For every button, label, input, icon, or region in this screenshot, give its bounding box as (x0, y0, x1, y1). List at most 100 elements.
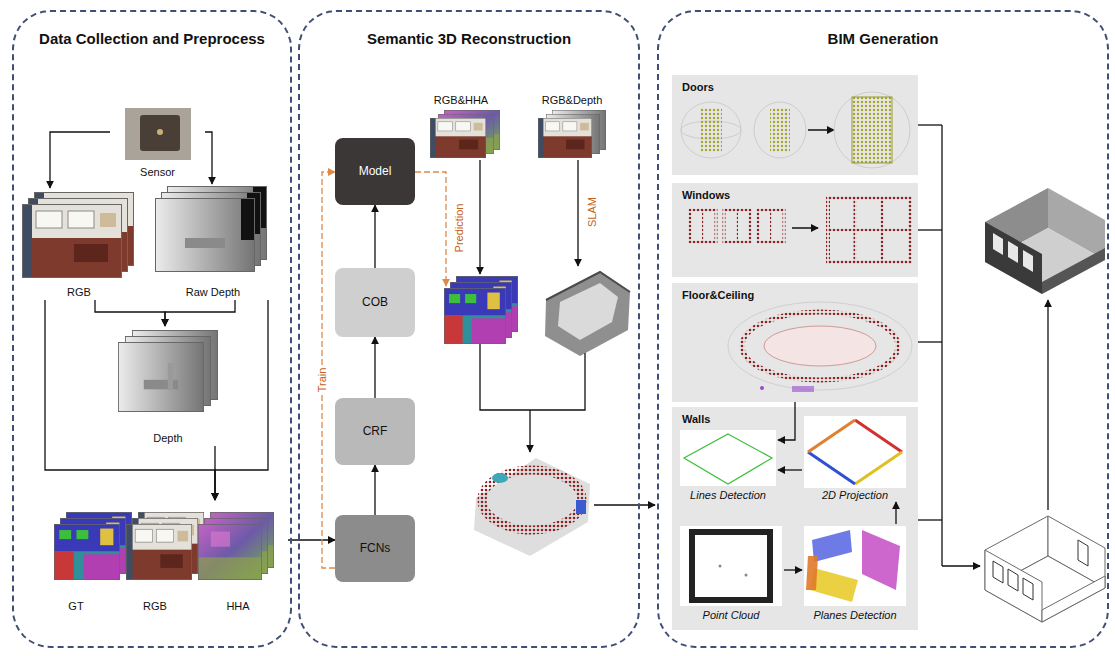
bim-wireframe (985, 516, 1105, 622)
bim-model-render (1042, 248, 1105, 294)
lines-detection-image (680, 430, 776, 486)
training-data: GTRGBHHA (42, 500, 288, 614)
flow-line (941, 125, 942, 566)
depth-stack (118, 330, 218, 412)
bim-wireframe (1008, 569, 1018, 591)
rgb-depth-input-stack (538, 110, 606, 158)
projection-image (804, 416, 906, 488)
stage-panel: Semantic 3D ReconstructionModelCOB CRF FCN… (298, 10, 640, 648)
image-caption: RGB (110, 600, 200, 613)
projection-image (808, 420, 855, 452)
flow-arrow (205, 132, 212, 184)
flow-arrow (778, 402, 795, 440)
sensor-photo (125, 108, 191, 160)
rgb-hha-input-stack (430, 118, 486, 158)
planes-detection-image (804, 526, 906, 606)
projection-image (804, 416, 906, 488)
image-caption: RGB&Depth (542, 94, 603, 107)
panel-title: Semantic 3D Reconstruction (367, 30, 571, 47)
segmentation-stack (444, 276, 518, 344)
flow-line (792, 227, 818, 229)
lines-detection-image (680, 430, 776, 486)
flow-arrow (778, 469, 802, 470)
wall-point-cloud (680, 526, 782, 606)
slam-reconstruction (545, 272, 630, 356)
flow-line (479, 160, 480, 274)
category-panel: WallsLines Detection 2D ProjectionPoint C… (672, 407, 918, 630)
flow-line (918, 229, 942, 230)
image-caption: GT (42, 600, 110, 613)
planes-detection-image (806, 556, 818, 590)
slam-reconstruction (558, 283, 618, 340)
floor-ceiling-pointcloud (760, 386, 764, 390)
door-pointcloud (681, 102, 741, 158)
planes-detection-image (804, 526, 906, 606)
flow-arrow (784, 569, 802, 570)
window-pointcloud (690, 198, 910, 262)
category-panel: Doors (672, 75, 918, 175)
bim-model-render (1023, 250, 1033, 272)
ground-truth-stack (54, 512, 132, 580)
flow-arrow (95, 300, 165, 326)
ground-truth-stack (54, 524, 120, 580)
window-pointcloud (690, 210, 716, 242)
flow-line (594, 504, 655, 505)
panel-title: BIM Generation (828, 30, 939, 47)
window-pointcloud (702, 210, 704, 242)
rgb-image-stack (22, 192, 134, 278)
floor-ceiling-pointcloud (764, 326, 876, 366)
category-background (672, 283, 918, 402)
image-caption: Point Cloud (703, 609, 760, 622)
step-image: Lines Detection (678, 428, 778, 502)
bim-wireframe (1078, 540, 1088, 566)
floor-ceiling-pointcloud (742, 312, 898, 380)
flow-arrow (50, 132, 110, 188)
flow-arrow (374, 337, 375, 398)
step-image: Point Cloud (678, 524, 784, 622)
flow-line (480, 160, 655, 505)
image-caption: Depth (153, 432, 182, 445)
semantic-point-cloud (482, 470, 582, 530)
wall-point-cloud (692, 532, 770, 600)
flow-line (918, 125, 1048, 566)
door-pointcloud (808, 129, 834, 131)
box-label: COB (362, 296, 388, 310)
floor-ceiling-pointcloud (728, 302, 912, 390)
sensor-photo (125, 108, 191, 160)
image-stack: RGB (18, 188, 140, 300)
bim-wireframe (1023, 578, 1033, 600)
category-panel: Floor&Ceiling (672, 283, 918, 402)
box-label: CRF (363, 425, 388, 439)
prediction-arrow (415, 172, 446, 286)
hha-stack (198, 524, 262, 580)
bim-wireframe (993, 561, 1003, 583)
image-stack: Depth (110, 326, 226, 446)
flow-arrow (288, 539, 335, 540)
window-pointcloud (724, 210, 750, 242)
box-label: FCNs (360, 542, 391, 556)
sensor-photo (140, 115, 180, 151)
slam-reconstruction (545, 272, 630, 356)
planes-detection-image (812, 530, 852, 562)
door-pointcloud (852, 97, 892, 163)
category-title: Floor&Ceiling (682, 289, 754, 302)
image-caption: RGB (67, 286, 91, 299)
process-box: FCNs (335, 515, 415, 582)
semantic-point-cloud (474, 458, 590, 556)
flow-arrow (215, 300, 268, 500)
image-stack: RGB&HHA (420, 94, 502, 160)
projection-image (855, 420, 902, 452)
category-title: Walls (682, 413, 710, 426)
bim-model-render (985, 222, 1042, 294)
process-box: CRF (335, 398, 415, 465)
bim-model-render (985, 188, 1105, 294)
window-pointcloud (828, 229, 910, 232)
window-pointcloud (828, 198, 910, 262)
rgb-training-stack (126, 512, 204, 580)
segmentation-stack (444, 288, 506, 344)
sensor-photo (157, 129, 163, 135)
step-image: 2D Projection (802, 414, 908, 502)
box-label: Model (359, 165, 392, 179)
panel-title: Data Collection and Preprocess (39, 30, 265, 47)
rgb-training-stack (126, 524, 192, 580)
